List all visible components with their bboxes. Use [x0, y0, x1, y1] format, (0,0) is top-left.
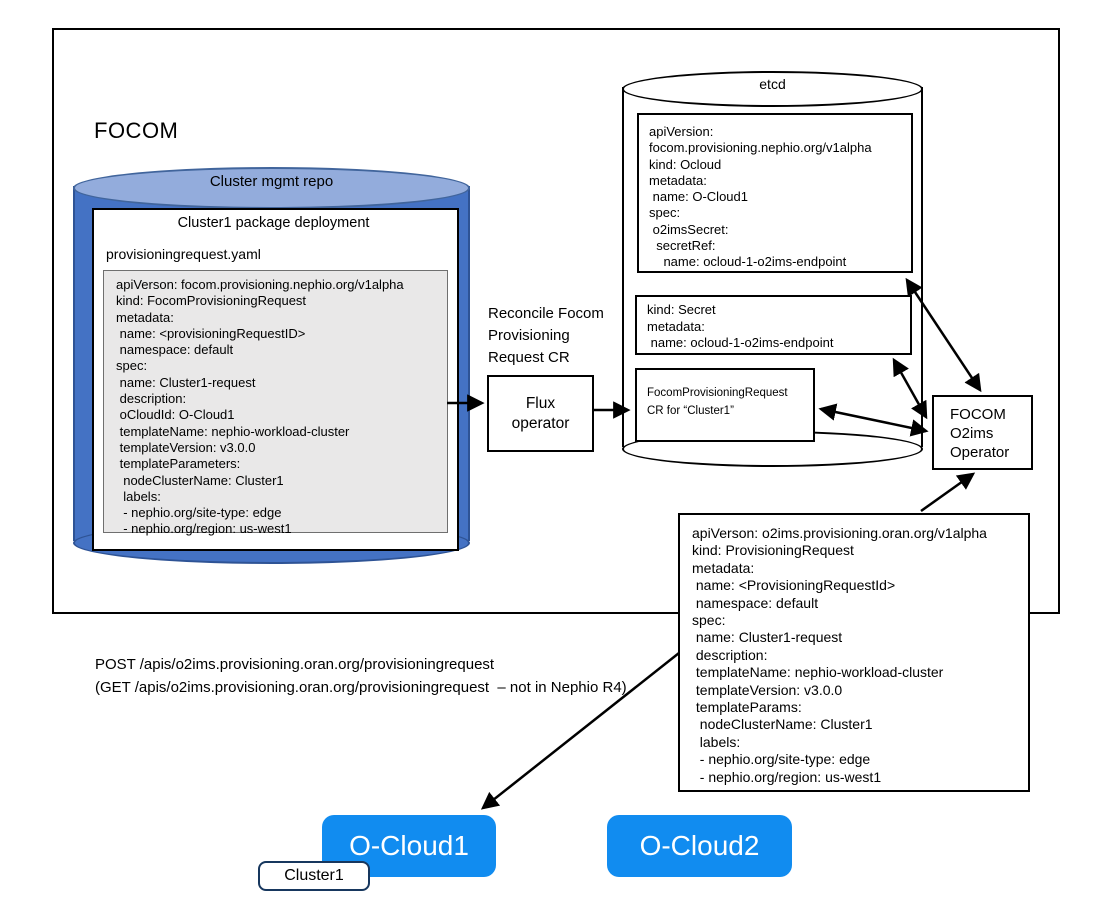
etcd-title: etcd: [759, 76, 786, 92]
focom-o2ims-operator-box: FOCOM O2ims Operator: [932, 395, 1033, 470]
secret-box: kind: Secret metadata: name: ocloud-1-o2…: [635, 295, 912, 355]
etcd-cylinder-top: [622, 71, 923, 107]
focom-provisioning-request-cr-box: FocomProvisioningRequest CR for “Cluster…: [635, 368, 815, 442]
provisioning-request-yaml-box: apiVerson: o2ims.provisioning.oran.org/v…: [678, 513, 1030, 792]
package-deployment-title: Cluster1 package deployment: [177, 215, 370, 231]
cluster1-badge: Cluster1: [258, 861, 370, 891]
ocloud-cr-box: apiVersion: focom.provisioning.nephio.or…: [637, 113, 913, 273]
repo-title: Cluster mgmt repo: [209, 173, 334, 190]
provisioningrequest-yaml-filename: provisioningrequest.yaml: [106, 246, 261, 262]
reconcile-note: Reconcile Focom Provisioning Request CR: [488, 305, 604, 366]
repo-yaml-content: apiVerson: focom.provisioning.nephio.org…: [103, 270, 448, 536]
focom-boundary-box: [52, 28, 1060, 614]
api-endpoints-note: POST /apis/o2ims.provisioning.oran.org/p…: [95, 656, 627, 696]
focom-title: FOCOM: [94, 118, 179, 143]
o-cloud2-node: O-Cloud2: [607, 815, 792, 877]
flux-operator-box: Flux operator: [487, 375, 594, 452]
